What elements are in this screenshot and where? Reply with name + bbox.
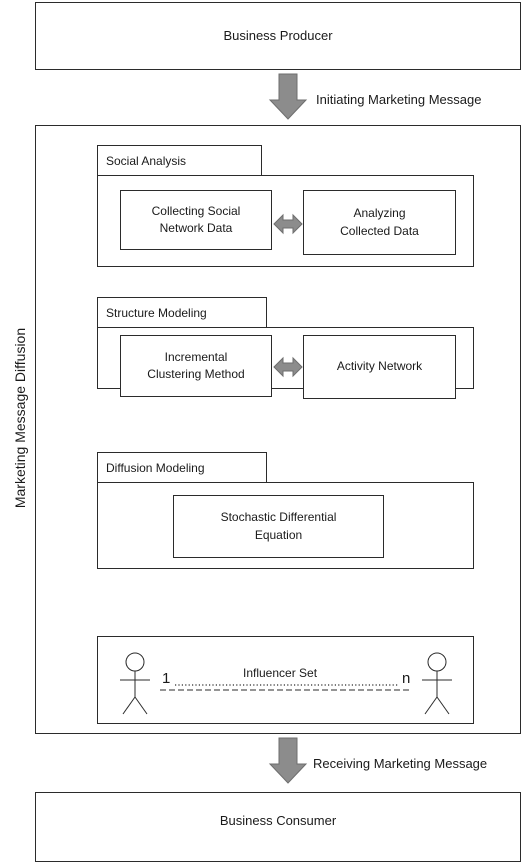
analyzing-data-box: Analyzing Collected Data xyxy=(303,190,456,255)
activity-network-box: Activity Network xyxy=(303,335,456,399)
receiving-arrow-label: Receiving Marketing Message xyxy=(313,756,488,771)
bidirectional-arrow-icon xyxy=(273,213,303,235)
receiving-arrow-icon xyxy=(268,737,308,784)
diffusion-modeling-title: Diffusion Modeling xyxy=(97,452,267,482)
social-analysis-title: Social Analysis xyxy=(97,145,262,175)
influencer-set-label: Influencer Set xyxy=(243,666,318,680)
influencer-end-label: n xyxy=(402,670,411,687)
collecting-data-box: Collecting Social Network Data xyxy=(120,190,272,250)
initiating-arrow-icon xyxy=(268,73,308,120)
stochastic-equation-box: Stochastic Differential Equation xyxy=(173,495,384,558)
person-icon xyxy=(120,652,150,715)
initiating-arrow-label: Initiating Marketing Message xyxy=(316,92,482,107)
business-consumer-label: Business Consumer xyxy=(219,813,337,828)
person-icon xyxy=(422,652,452,715)
influencer-set-panel xyxy=(97,636,474,724)
business-producer-label: Business Producer xyxy=(223,27,333,43)
influencer-start-label: 1 xyxy=(162,670,171,687)
clustering-method-box: Incremental Clustering Method xyxy=(120,335,272,397)
business-producer-box: Business Producer xyxy=(35,2,521,70)
bidirectional-arrow-icon xyxy=(273,356,303,378)
structure-modeling-title: Structure Modeling xyxy=(97,297,267,327)
